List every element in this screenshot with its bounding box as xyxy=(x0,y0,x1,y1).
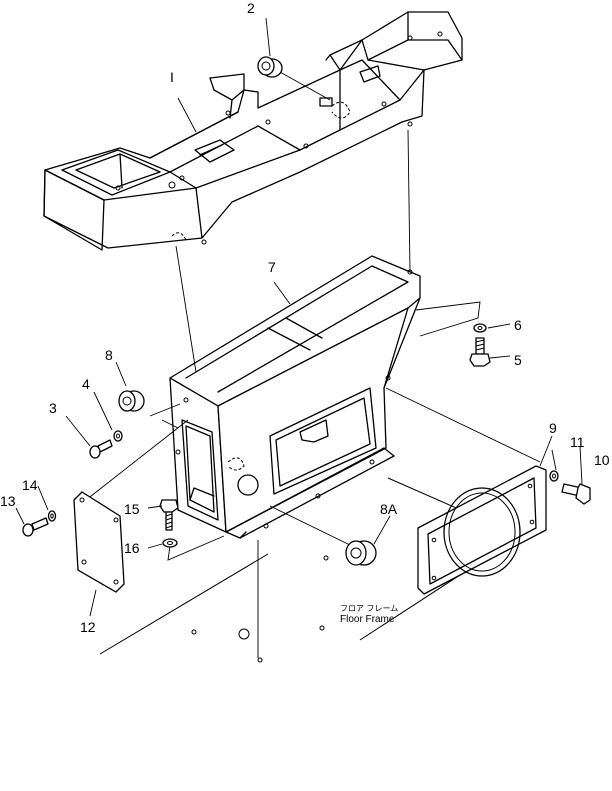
callout-12: 12 xyxy=(80,619,96,635)
upper-console-part-I xyxy=(43,11,463,251)
washer-part-6 xyxy=(473,323,487,333)
washer-part-16 xyxy=(162,538,178,548)
grommet-part-2 xyxy=(257,56,283,78)
bolt-part-15 xyxy=(159,499,179,531)
callout-13: 13 xyxy=(0,493,16,509)
callout-3: 3 xyxy=(49,400,57,416)
washer-part-4 xyxy=(113,430,123,442)
washer-part-14 xyxy=(47,510,57,522)
callout-5: 5 xyxy=(514,352,522,368)
callout-14: 14 xyxy=(22,477,38,493)
callout-4: 4 xyxy=(82,376,90,392)
callout-8: 8 xyxy=(105,347,113,363)
callout-leaders xyxy=(15,17,583,617)
callout-10: 10 xyxy=(594,452,610,468)
callout-8A: 8A xyxy=(380,501,398,517)
callout-7: 7 xyxy=(268,259,276,275)
cover-plate-part-9 xyxy=(417,465,547,595)
cover-plate-part-12 xyxy=(73,491,125,593)
bolt-part-13 xyxy=(22,517,49,537)
bolt-part-10 xyxy=(561,483,591,505)
grommet-part-8 xyxy=(118,390,145,412)
callout-1: I xyxy=(170,69,174,85)
callout-6: 6 xyxy=(514,317,522,333)
callout-numbers: I 2 3 4 5 6 7 8 8A 9 10 11 12 13 14 15 1… xyxy=(0,0,610,635)
grommet-part-8A xyxy=(345,540,377,566)
floor-frame-label-jp: フロア フレーム xyxy=(340,604,398,613)
floor-frame-label: フロア フレーム Floor Frame xyxy=(340,604,398,625)
callout-16: 16 xyxy=(124,540,140,556)
callout-15: 15 xyxy=(124,501,140,517)
callout-11: 11 xyxy=(570,434,585,450)
floor-frame-label-en: Floor Frame xyxy=(340,614,395,625)
lower-housing-part-7 xyxy=(169,255,421,539)
callout-9: 9 xyxy=(549,420,557,436)
bolt-part-3 xyxy=(89,439,113,459)
assembly-center-lines xyxy=(85,71,541,658)
callout-2: 2 xyxy=(247,0,255,16)
washer-part-11 xyxy=(549,470,559,482)
bolt-part-5 xyxy=(469,337,491,367)
